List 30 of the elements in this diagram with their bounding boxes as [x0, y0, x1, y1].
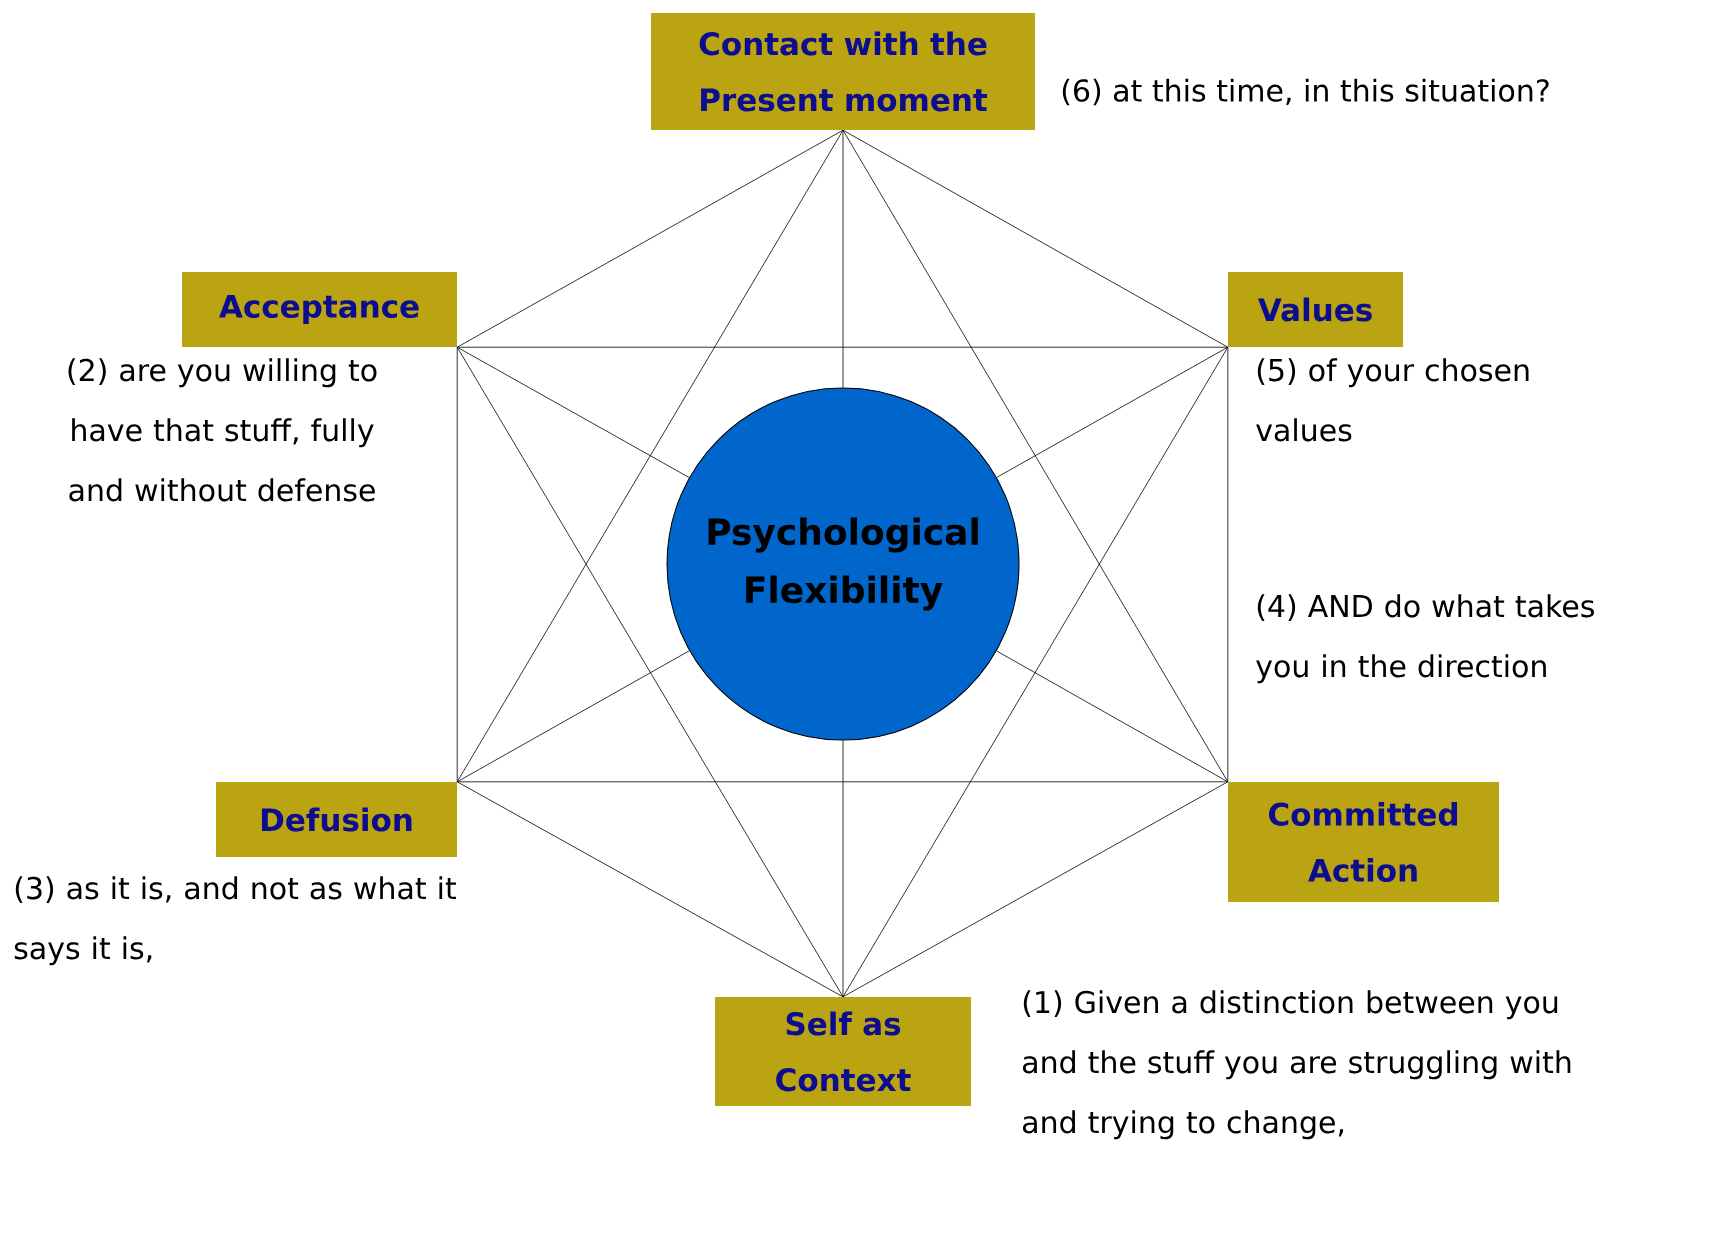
connector-line [842, 781, 1229, 998]
label-box: Committed Action [1228, 782, 1499, 902]
connector-line [842, 740, 844, 998]
label-box: Self as Context [715, 997, 971, 1106]
connector-line [456, 129, 844, 348]
caption-text: (3) as it is, and not as what it says it is, [14, 876, 456, 966]
label-box: Acceptance [182, 272, 457, 347]
connector-line [456, 346, 1229, 348]
connector-line [996, 346, 1229, 478]
connector-line [456, 346, 458, 783]
connector-line [996, 650, 1229, 783]
connector-line [456, 346, 844, 998]
caption-text: (6) at this time, in this situation? [1062, 78, 1549, 106]
connector-line [456, 781, 1229, 783]
label-box: Defusion [216, 782, 457, 857]
connector-line [842, 129, 844, 388]
caption-text: (4) AND do what takes you in the direction [1256, 594, 1594, 684]
caption-text: (5) of your chosen values [1256, 358, 1529, 442]
connector-line [842, 129, 1229, 348]
connector-line [456, 781, 844, 998]
caption-text: (2) are you willing to have that stuff, fully and without defense [68, 358, 377, 502]
connector-line [842, 346, 1229, 998]
connector-line [456, 129, 844, 783]
connector-line [456, 650, 690, 783]
label-box: Contact with the Present moment [651, 13, 1035, 130]
caption-text: (1) Given a distinction between you and the stuff you are struggling with and trying to change, [1023, 990, 1571, 1140]
label-box: Values [1228, 272, 1403, 347]
connector-line [1227, 346, 1229, 783]
connector-line [456, 346, 690, 478]
connector-line [842, 129, 1229, 783]
